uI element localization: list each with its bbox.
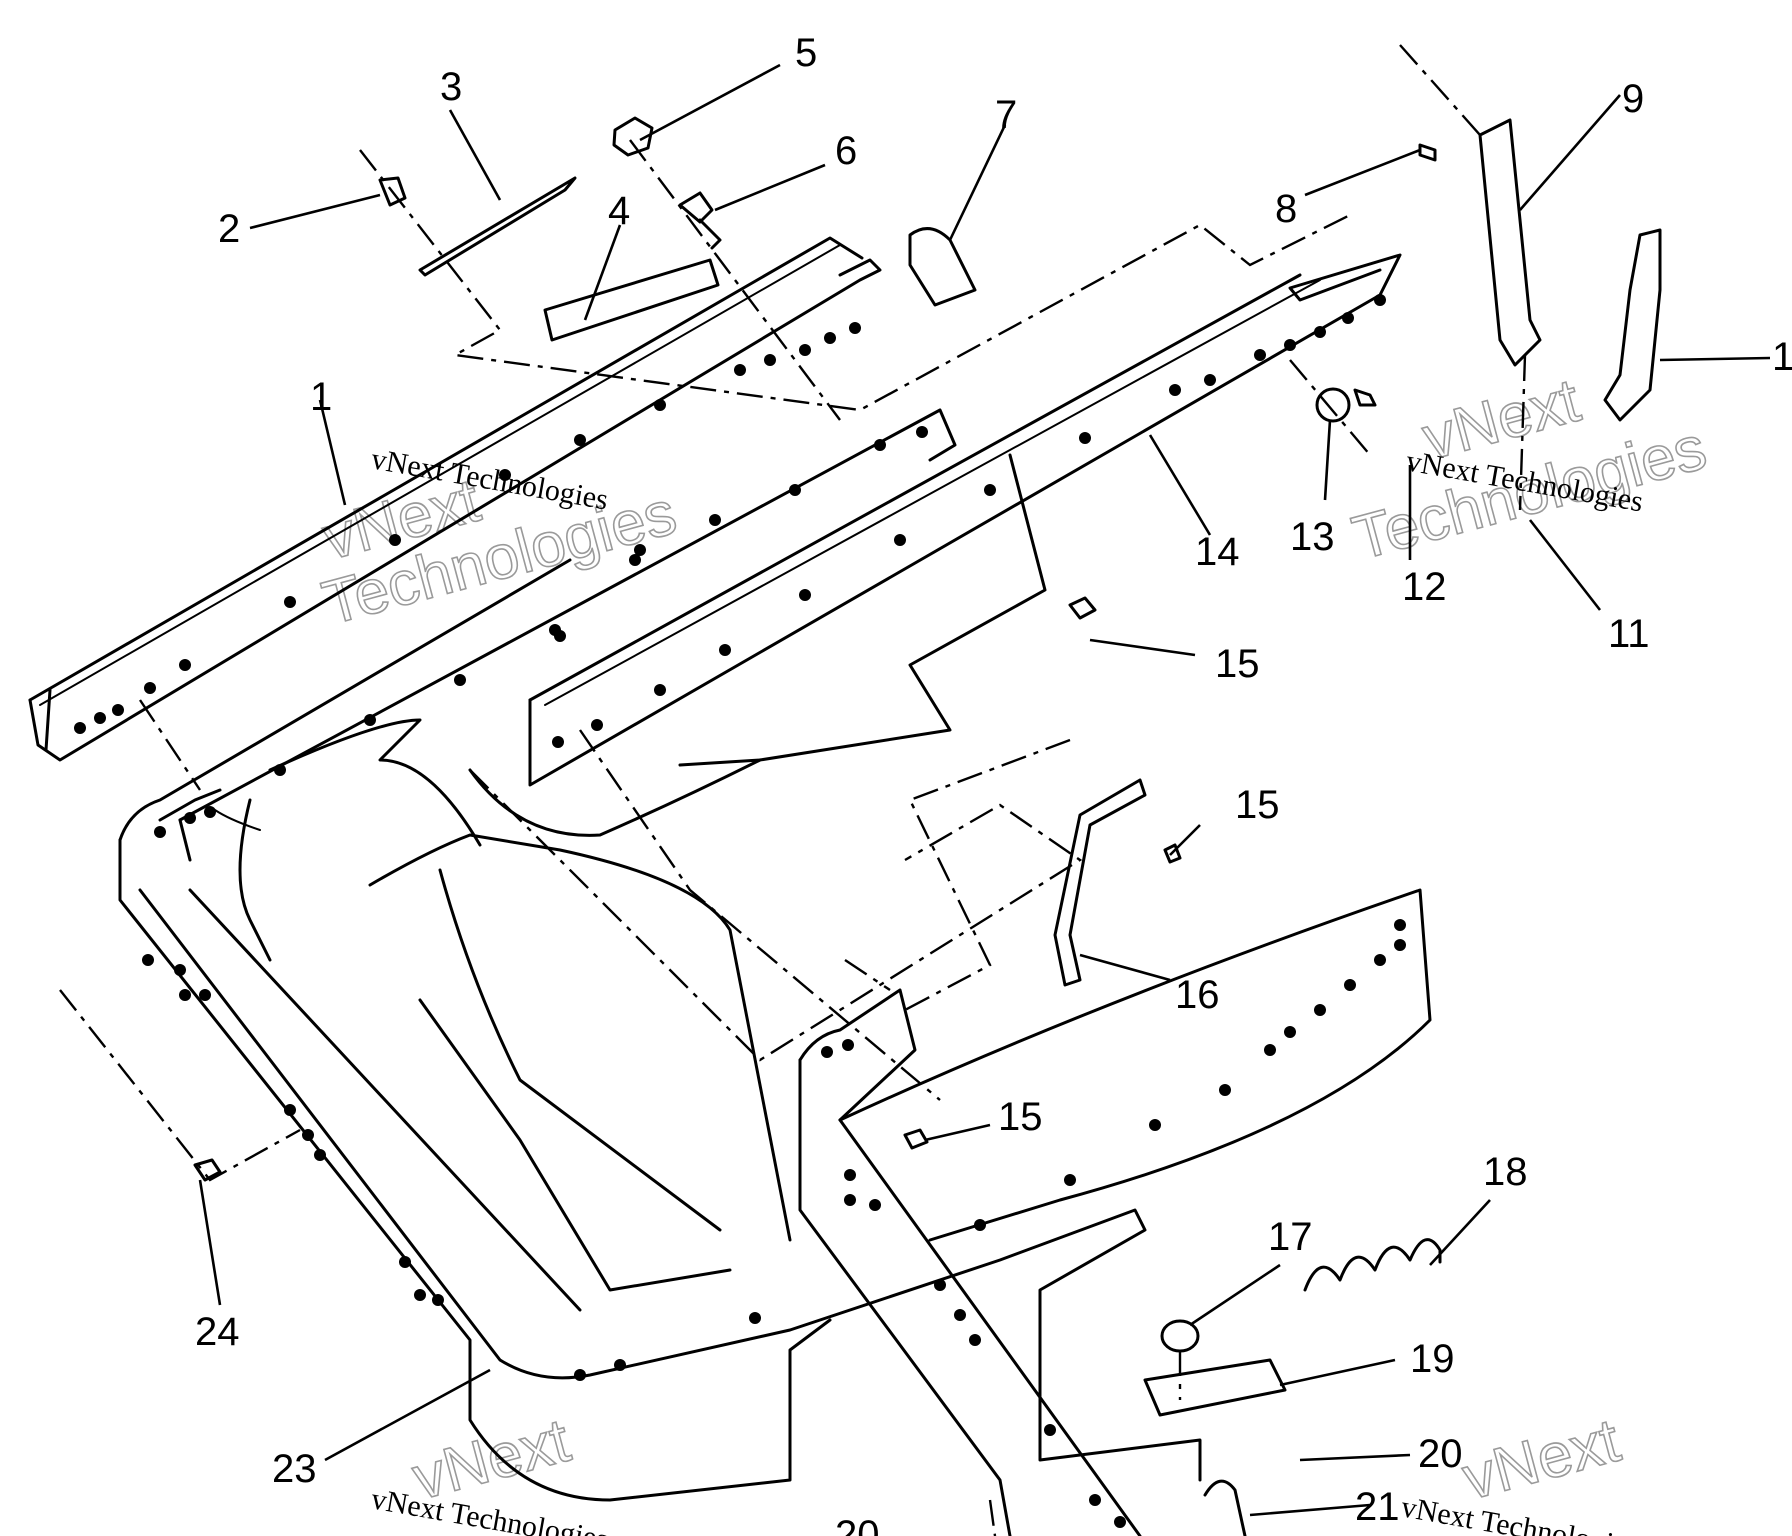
callout-9: 9 [1622,77,1644,121]
assembly-lines [59,44,1527,1536]
callout-16: 16 [1175,973,1220,1017]
callout-21: 21 [1355,1485,1400,1529]
callout-12: 12 [1402,565,1447,609]
callout-8: 8 [1275,187,1297,231]
callout-1: 1 [310,375,332,419]
callout-17: 17 [1268,1215,1313,1259]
center-plate [178,408,1047,862]
callout-19: 19 [1410,1337,1455,1381]
leader-lines [198,63,1771,1517]
callout-5: 5 [795,31,817,75]
body-tub [118,558,1202,1502]
callout-2: 2 [218,207,240,251]
callout-labels: 1 2 3 4 5 6 7 8 9 1 11 12 13 14 15 15 15… [195,31,1792,1536]
callout-15: 15 [1235,783,1280,827]
callout-6: 6 [835,129,857,173]
front-nose [798,888,1432,1536]
callout-10: 1 [1772,335,1792,379]
callout-20: 20 [835,1513,880,1536]
small-parts [193,116,1662,1536]
callout-14: 14 [1195,530,1240,574]
callout-24: 24 [195,1310,240,1354]
rail-part [28,236,882,762]
callout-7: 7 [995,93,1017,137]
callout-13: 13 [1290,515,1335,559]
callout-4: 4 [608,189,630,233]
callout-18: 18 [1483,1150,1528,1194]
callout-11: 11 [1608,612,1650,656]
callout-15: 15 [1215,642,1260,686]
callout-23: 23 [272,1447,317,1491]
watermark-large-top: vNext [1456,1406,1627,1514]
callout-15: 15 [998,1095,1043,1139]
rail-part [528,253,1402,787]
callout-3: 3 [440,65,462,109]
callout-20: 20 [1418,1432,1463,1476]
